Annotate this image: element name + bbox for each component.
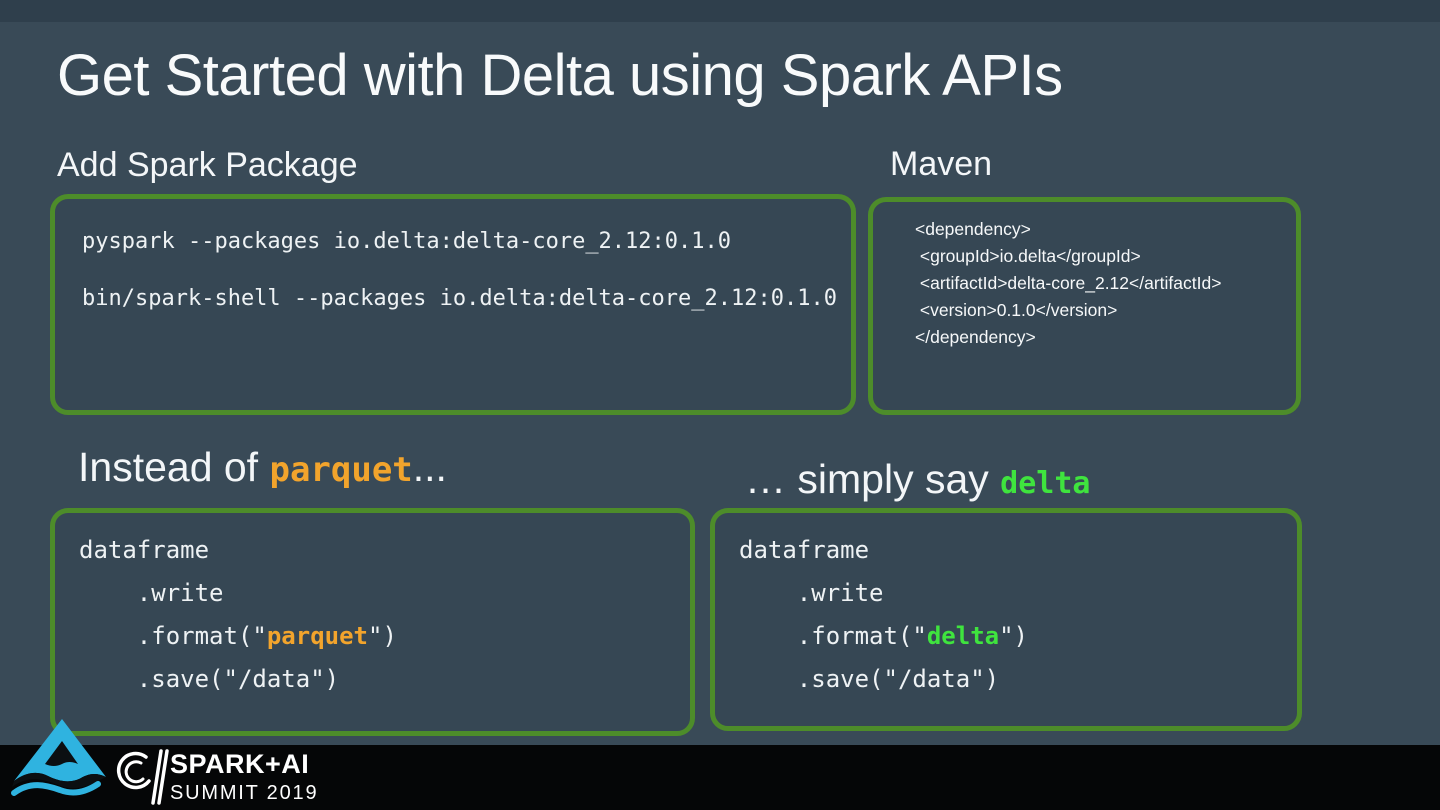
slide-top-band xyxy=(0,0,1440,22)
maven-code: <dependency> <groupId>io.delta</groupId>… xyxy=(873,202,1296,351)
heading-text: … simply say xyxy=(745,456,1001,502)
parquet-code: dataframe .write .format("parquet") .sav… xyxy=(55,513,690,701)
code-line: </dependency> xyxy=(915,327,1036,347)
footer-bar xyxy=(0,745,1440,810)
code-text: dataframe .write .format(" xyxy=(79,536,267,650)
code-text: dataframe .write .format(" xyxy=(739,536,927,650)
page-title: Get Started with Delta using Spark APIs xyxy=(57,43,1063,108)
parquet-keyword: parquet xyxy=(269,450,413,490)
code-line: bin/spark-shell --packages io.delta:delt… xyxy=(82,286,837,311)
delta-code: dataframe .write .format("delta") .save(… xyxy=(715,513,1297,701)
code-line: <version>0.1.0</version> xyxy=(915,300,1118,320)
delta-mountain-icon xyxy=(11,719,106,796)
parquet-code-keyword: parquet xyxy=(266,622,368,650)
delta-code-keyword: delta xyxy=(926,622,1000,650)
spark-package-code-box: pyspark --packages io.delta:delta-core_2… xyxy=(50,194,856,415)
code-text: ") .save("/data") xyxy=(136,622,397,693)
brand-name: SPARK+AI xyxy=(170,749,310,779)
brand-text: SPARK+AI SUMMIT 2019 xyxy=(170,749,319,805)
code-line: <groupId>io.delta</groupId> xyxy=(915,246,1141,266)
brand-subtitle: SUMMIT 2019 xyxy=(170,781,319,804)
code-text: ") .save("/data") xyxy=(796,622,1028,693)
heading-simply-say-delta: … simply say delta xyxy=(745,456,1090,503)
delta-code-box: dataframe .write .format("delta") .save(… xyxy=(710,508,1302,731)
spark-package-code: pyspark --packages io.delta:delta-core_2… xyxy=(55,199,851,311)
heading-text: ... xyxy=(412,444,447,490)
delta-keyword: delta xyxy=(1000,466,1091,501)
heading-add-spark-package: Add Spark Package xyxy=(57,146,358,184)
sai-monogram-icon xyxy=(116,749,169,805)
code-line: pyspark --packages io.delta:delta-core_2… xyxy=(82,229,732,254)
heading-maven: Maven xyxy=(890,145,993,183)
code-line: <dependency> xyxy=(915,219,1031,239)
maven-code-box: <dependency> <groupId>io.delta</groupId>… xyxy=(868,197,1301,415)
code-line: <artifactId>delta-core_2.12</artifactId> xyxy=(915,273,1222,293)
parquet-code-box: dataframe .write .format("parquet") .sav… xyxy=(50,508,695,736)
heading-text: Instead of xyxy=(78,444,270,490)
heading-instead-of-parquet: Instead of parquet... xyxy=(78,444,447,491)
spark-ai-summit-logo xyxy=(11,719,169,805)
